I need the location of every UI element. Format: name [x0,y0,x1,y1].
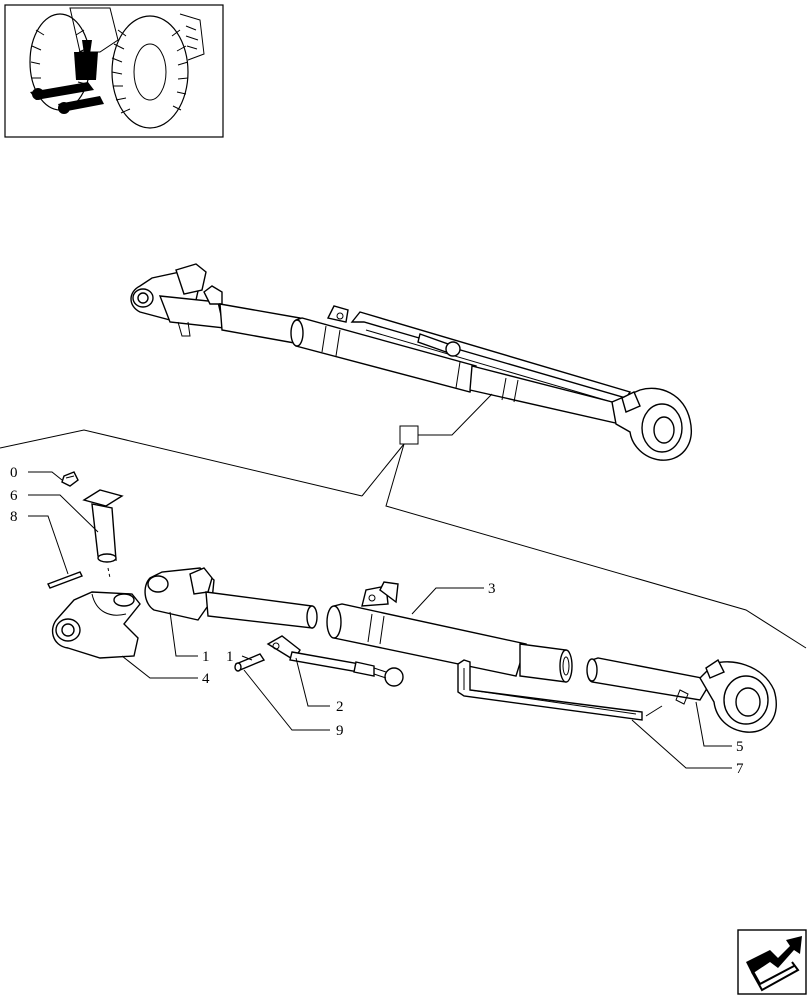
grease-nipple-part [61,471,79,487]
assembly-reference [0,393,807,649]
callout-7: 7 [736,761,744,777]
leader-lines [28,471,732,769]
callout-0: 0 [10,465,18,481]
lever-part [266,635,404,687]
callout-9: 9 [336,723,344,739]
callout-3: 3 [488,581,496,597]
fork-pin-part [82,489,124,579]
callout-8: 8 [10,509,18,525]
small-pin-part [234,653,266,672]
callout-5: 5 [736,739,744,755]
cotter-pin-part [47,571,83,589]
callout-4: 4 [202,671,210,687]
handle-rod-part [457,659,643,721]
callout-1-fork-tube: 1 [202,649,210,665]
center-barrel-part [326,581,573,683]
tractor-thumbnail[interactable] [4,4,224,138]
fork-tube-part [144,567,318,629]
top-link-assembly [130,263,692,461]
next-page-arrow-icon[interactable] [737,929,807,995]
callout-2: 2 [336,699,344,715]
callout-6: 6 [10,488,18,504]
fork-end-part [51,591,141,659]
eye-end-part [586,657,777,733]
callout-1-pin: 1 [226,649,234,665]
